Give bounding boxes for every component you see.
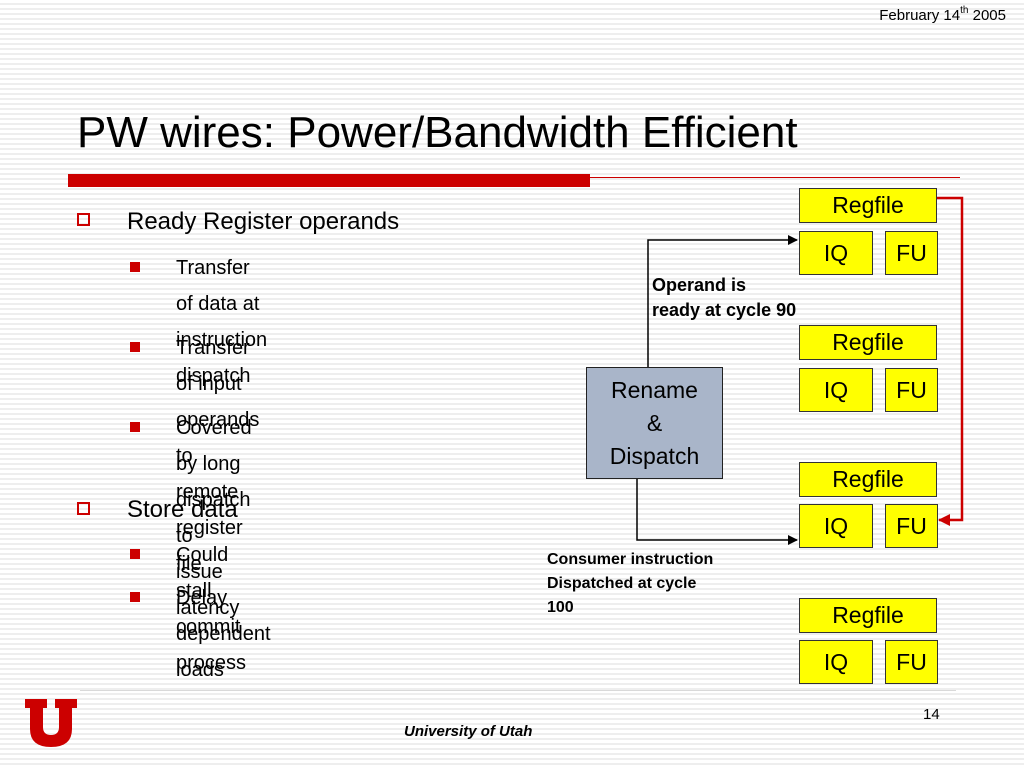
sub-bullet-line: instruction dispatch bbox=[176, 329, 268, 387]
date-month-day: February 14 bbox=[879, 7, 961, 24]
rename-label: Rename bbox=[611, 377, 698, 403]
note-line: 100 bbox=[547, 599, 574, 616]
page-number: 14 bbox=[923, 706, 940, 723]
regfile-box: Regfile bbox=[799, 598, 937, 633]
fu-box: FU bbox=[885, 640, 938, 684]
footer-divider bbox=[80, 690, 956, 691]
bullet-ready-register-operands: Ready Register operands bbox=[127, 208, 400, 235]
sub-bullet-line: issue latency bbox=[176, 561, 240, 619]
sub-bullet-transfer-at-dispatch: Transfer of data at instruction dispatch bbox=[176, 250, 267, 394]
fu-box: FU bbox=[885, 231, 938, 275]
iq-box: IQ bbox=[799, 640, 873, 684]
operand-ready-note: Operand is ready at cycle 90 bbox=[652, 273, 796, 323]
consumer-dispatch-note: Consumer instruction Dispatched at cycle… bbox=[547, 548, 713, 620]
regfile1-to-fu3-forward-arrow bbox=[937, 196, 964, 526]
slide-title: PW wires: Power/Bandwidth Efficient bbox=[77, 108, 798, 157]
filled-square-bullet-icon bbox=[130, 342, 140, 352]
sub-bullet-covered-by-dispatch: Covered by long dispatch to issue latenc… bbox=[176, 410, 252, 626]
sub-bullet-delay-loads: Delay dependent loads bbox=[176, 587, 271, 681]
hollow-square-bullet-icon bbox=[77, 213, 90, 226]
rename-to-iq1-arrow bbox=[647, 235, 798, 367]
rename-dispatch-box: Rename & Dispatch bbox=[586, 367, 723, 479]
rename-to-iq3-arrow bbox=[636, 479, 798, 545]
note-line: Consumer instruction bbox=[547, 551, 714, 568]
dispatch-label: Dispatch bbox=[609, 443, 700, 469]
filled-square-bullet-icon bbox=[130, 592, 140, 602]
regfile-box: Regfile bbox=[799, 462, 937, 497]
slide-date: February 14th 2005 bbox=[879, 5, 1006, 25]
fu-box: FU bbox=[885, 504, 938, 548]
sub-bullet-line: Covered by long dispatch to bbox=[176, 417, 252, 547]
note-line: ready at cycle 90 bbox=[652, 300, 797, 320]
filled-square-bullet-icon bbox=[130, 262, 140, 272]
sub-bullet-line: Transfer of input operands bbox=[176, 337, 260, 431]
title-underline-thick bbox=[68, 174, 590, 187]
regfile-box: Regfile bbox=[799, 188, 937, 223]
sub-bullet-line: Transfer of data at bbox=[176, 257, 260, 315]
rename-ampersand: & bbox=[646, 410, 663, 436]
date-year: 2005 bbox=[972, 7, 1006, 24]
iq-box: IQ bbox=[799, 231, 873, 275]
filled-square-bullet-icon bbox=[130, 549, 140, 559]
regfile-box: Regfile bbox=[799, 325, 937, 360]
sub-bullet-stall-commit: Could stall commit process bbox=[176, 544, 247, 674]
title-underline-thin bbox=[590, 177, 960, 178]
fu-box: FU bbox=[885, 368, 938, 412]
filled-square-bullet-icon bbox=[130, 422, 140, 432]
iq-box: IQ bbox=[799, 504, 873, 548]
bullet-store-data: Store data bbox=[127, 496, 238, 523]
note-line: Operand is bbox=[652, 275, 747, 295]
sub-bullet-line: to remote register file bbox=[176, 445, 243, 575]
note-line: Dispatched at cycle bbox=[547, 575, 697, 592]
university-u-logo-icon bbox=[25, 699, 77, 747]
date-suffix: th bbox=[960, 5, 969, 16]
hollow-square-bullet-icon bbox=[77, 502, 90, 515]
iq-box: IQ bbox=[799, 368, 873, 412]
university-name: University of Utah bbox=[404, 723, 533, 740]
sub-bullet-transfer-input-operands: Transfer of input operands to remote reg… bbox=[176, 330, 259, 582]
